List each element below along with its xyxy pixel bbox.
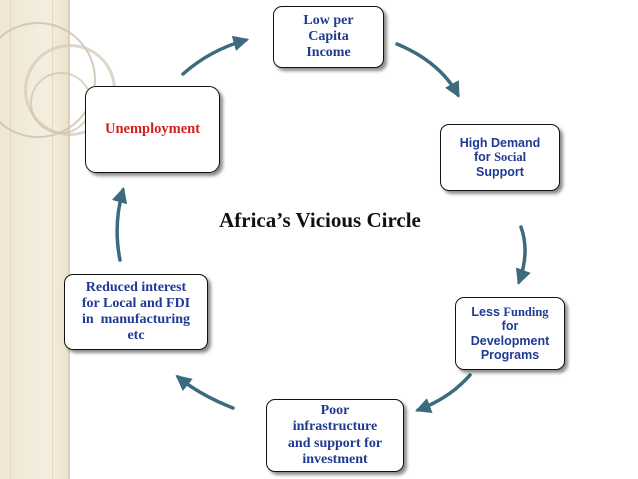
node-reduced-interest-fdi: Reduced interest for Local and FDI in ma… [64,274,208,350]
node-poor-infrastructure: Poor infrastructure and support for inve… [266,399,404,472]
node-text-line: Reduced interest [85,279,187,295]
node-text-line: High Demand [459,135,541,150]
node-text-line: Programs [480,347,540,362]
arrow-funding-to-infra [415,373,472,413]
node-text-line: Less Funding [471,305,550,319]
side-strip-edge [68,0,70,479]
node-text-line: etc [127,328,145,344]
node-text-fragment: Social [494,150,527,165]
arrow-unemployment-to-income [181,35,250,76]
node-less-funding-development-programs: Less Funding for Development Programs [455,297,565,370]
node-text-line: for Local and FDI [81,295,191,311]
node-text-fragment: for [473,150,495,165]
node-text-line: Development [470,333,550,348]
node-text-line: in manufacturing [81,312,191,327]
arrow-infra-to-reduced [175,375,235,410]
node-text-line: Support [476,164,524,179]
node-text-line: for [501,319,519,334]
node-text-line: Income [306,45,351,61]
node-text-line: Low per [303,12,354,28]
node-text-line: infrastructure [292,419,378,435]
arrow-demand-to-funding [515,225,531,285]
arrow-reduced-to-unemployment [111,186,128,262]
node-text-line: and support for [287,435,383,451]
node-text-line: investment [302,451,368,467]
node-text-line: Unemployment [104,121,201,138]
node-text-line: Capita [308,28,349,44]
node-unemployment: Unemployment [85,86,220,173]
node-high-demand-social-support: High Demand for Social Support [440,124,560,191]
node-text-line: Poor [320,403,350,419]
node-text-line: for Social [460,150,541,164]
node-text-fragment: Funding [503,304,549,319]
node-text-fragment: Less [471,304,504,319]
diagram-title: Africa’s Vicious Circle [219,208,421,232]
arrow-income-to-demand [395,42,460,98]
node-low-per-capita-income: Low per Capita Income [273,6,384,68]
